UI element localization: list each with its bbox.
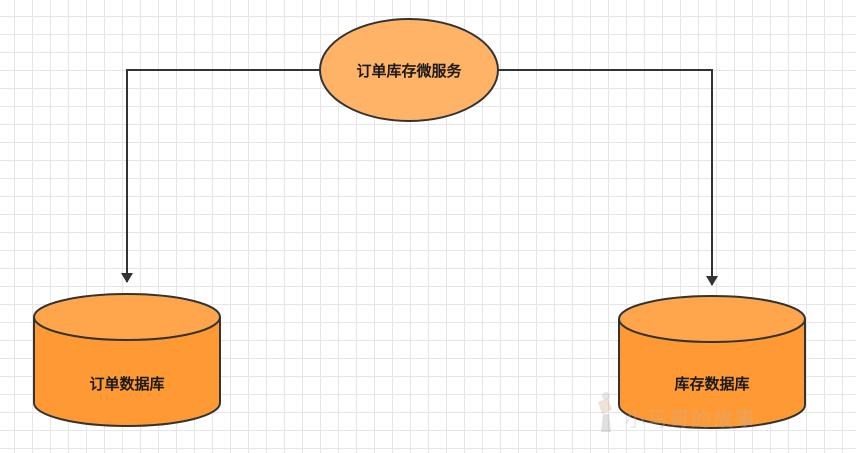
order-db-body[interactable] [33,317,221,427]
service-node[interactable]: 订单库存微服务 [319,18,499,122]
order-database-node[interactable]: 订单数据库 [33,293,221,427]
inventory-db-label: 库存数据库 [674,375,749,393]
watermark-text: 小马哥的故事 [625,407,757,431]
order-db-label: 订单数据库 [89,375,164,393]
inventory-db-body[interactable] [618,319,806,429]
service-label: 订单库存微服务 [356,62,462,80]
watermark-icon [598,392,612,432]
watermark: 小马哥的故事 [598,392,757,432]
service-ellipse[interactable] [319,18,499,122]
connector-to-order-db[interactable] [121,69,320,283]
connector-to-inventory-db[interactable] [498,69,718,286]
inventory-db-top[interactable] [618,295,806,343]
inventory-database-node[interactable]: 库存数据库 [618,295,806,429]
order-db-top[interactable] [33,293,221,341]
